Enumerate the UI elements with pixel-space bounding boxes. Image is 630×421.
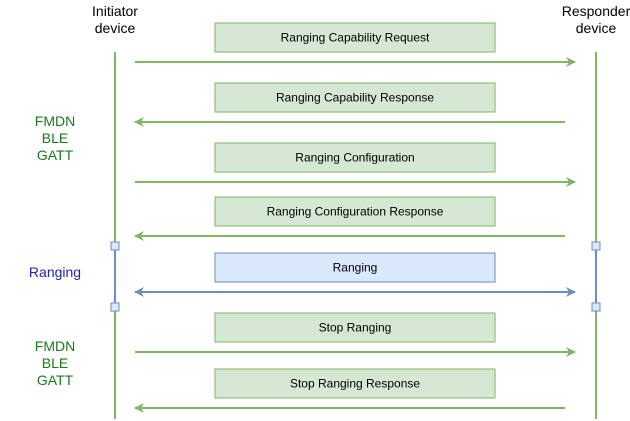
message-box (214, 368, 496, 399)
message-ranging-configuration: Ranging Configuration (135, 142, 576, 187)
initiator-ranging-start-marker (110, 241, 120, 251)
message-label: Stop Ranging (319, 321, 392, 335)
phase-1-line-1: FMDN (35, 113, 75, 129)
message-label: Ranging (333, 261, 378, 275)
message-label: Ranging Capability Response (276, 91, 434, 105)
responder-ranging-end-marker (591, 302, 601, 312)
message-ranging-capability-response: Ranging Capability Response (134, 82, 565, 127)
responder-label-line2: device (576, 20, 617, 36)
initiator-lifeline (110, 52, 120, 419)
phase-2-line-1: Ranging (29, 264, 81, 280)
phase-label-fmdn-ble-gatt-1: FMDN BLE GATT (35, 113, 75, 163)
message-stop-ranging: Stop Ranging (135, 312, 576, 357)
phase-3-line-1: FMDN (35, 338, 75, 354)
phase-3-line-2: BLE (42, 355, 68, 371)
initiator-label-line2: device (95, 20, 136, 36)
initiator-ranging-end-marker (110, 302, 120, 312)
message-box (214, 22, 496, 53)
message-label: Ranging Capability Request (281, 31, 430, 45)
message-label: Ranging Configuration Response (267, 205, 444, 219)
message-box (214, 312, 496, 343)
phase-label-fmdn-ble-gatt-2: FMDN BLE GATT (35, 338, 75, 388)
phase-label-ranging: Ranging (29, 264, 81, 280)
message-box (214, 82, 496, 113)
responder-label-line1: Responder (562, 3, 630, 19)
message-ranging-capability-request: Ranging Capability Request (135, 22, 576, 67)
responder-lifeline (591, 52, 601, 419)
responder-ranging-start-marker (591, 241, 601, 251)
phase-1-line-3: GATT (37, 147, 74, 163)
message-stop-ranging-response: Stop Ranging Response (134, 368, 565, 413)
message-box (214, 196, 496, 227)
initiator-label-line1: Initiator (92, 3, 138, 19)
phase-1-line-2: BLE (42, 130, 68, 146)
phase-3-line-3: GATT (37, 372, 74, 388)
message-box (214, 252, 496, 283)
message-ranging: Ranging (134, 252, 576, 297)
message-label: Ranging Configuration (295, 151, 414, 165)
message-box (214, 142, 496, 173)
message-label: Stop Ranging Response (290, 377, 420, 391)
message-ranging-configuration-response: Ranging Configuration Response (134, 196, 565, 241)
